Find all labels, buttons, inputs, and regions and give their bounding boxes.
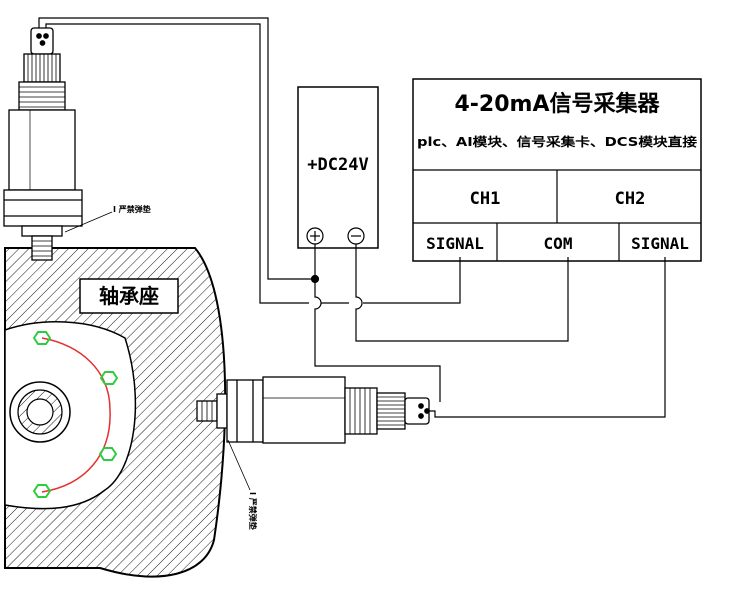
side-sensor <box>196 376 430 444</box>
washer-note-top: I 严禁弹垫 <box>113 204 151 214</box>
acquisition-subtitle: plc、AI模块、信号采集卡、DCS模块直接 <box>417 134 697 149</box>
sensor-connector-icon <box>36 33 42 39</box>
signal-right-label: SIGNAL <box>631 234 689 253</box>
power-supply-label: +DC24V <box>307 155 368 175</box>
wiring <box>38 17 666 418</box>
power-supply: +DC24V <box>297 86 379 249</box>
channel-2-label: CH2 <box>615 189 646 209</box>
bolt-marker <box>32 484 52 498</box>
bolt-marker <box>32 331 52 345</box>
com-label: COM <box>544 234 573 253</box>
acquisition-box: 4-20mA信号采集器 plc、AI模块、信号采集卡、DCS模块直接 CH1 C… <box>412 78 702 262</box>
signal-left-label: SIGNAL <box>426 234 484 253</box>
bolt-marker <box>98 447 118 461</box>
channel-1-label: CH1 <box>470 189 501 209</box>
bolt-marker <box>99 371 119 385</box>
bolt-circle-arc <box>41 337 111 493</box>
washer-note-bottom: I 严禁弹垫 <box>248 492 258 530</box>
bearing-housing: 轴承座 <box>4 247 227 578</box>
shaft-bore <box>26 398 54 426</box>
acquisition-title: 4-20mA信号采集器 <box>454 91 660 117</box>
top-sensor <box>3 27 83 261</box>
housing-label: 轴承座 <box>99 284 159 308</box>
housing-label-box <box>79 278 179 314</box>
